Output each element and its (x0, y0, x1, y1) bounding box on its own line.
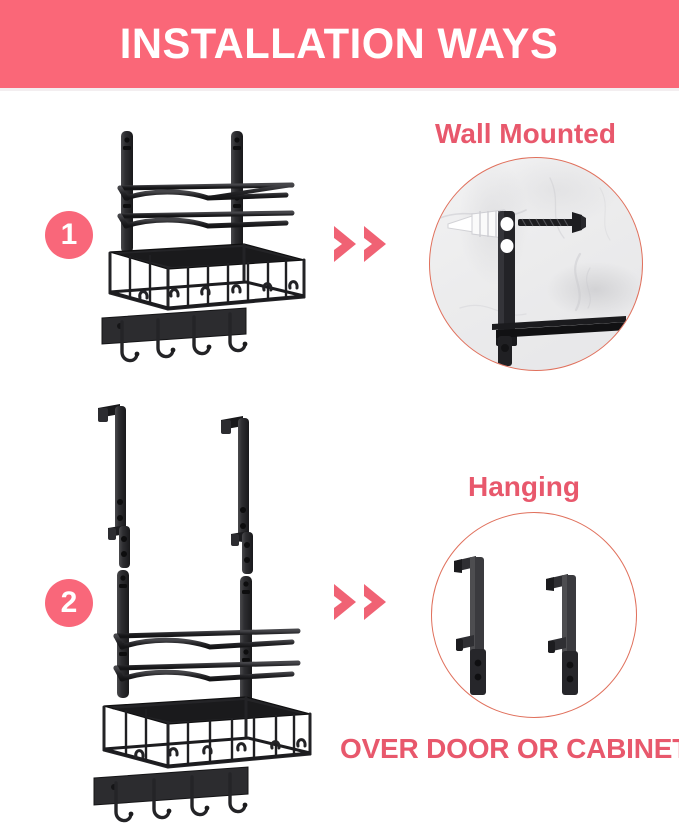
inset-wall-mount-closeup (429, 157, 643, 371)
page-title: INSTALLATION WAYS (120, 19, 559, 68)
over-door-hanging-arms (98, 404, 253, 704)
caption-over-door-or-cabinet: OVER DOOR OR CABINET (340, 733, 679, 764)
step-badge-2-number: 2 (60, 586, 78, 619)
rack-hook-tips (134, 341, 248, 357)
mounting-screw (518, 212, 586, 233)
label-wall-mounted: Wall Mounted (435, 118, 616, 149)
arrow-step-1 (332, 222, 390, 266)
marble-veins (439, 177, 611, 316)
bracket-shelf-rail (492, 316, 628, 366)
over-door-hook-left (454, 556, 486, 695)
rack-upper-rails (117, 182, 295, 229)
rack-basket-2 (102, 696, 312, 769)
rack-hook-bar (101, 280, 299, 345)
rack-basket (108, 243, 306, 311)
step-badge-1-number: 1 (60, 218, 78, 251)
inset-over-door-hook-closeup (431, 512, 637, 718)
rack-upper-rails-2 (113, 628, 301, 682)
double-chevron-right-icon (334, 584, 386, 620)
step-badge-2: 2 (45, 579, 93, 627)
rack-hook-tips-2 (128, 802, 248, 817)
double-chevron-right-icon (334, 226, 386, 262)
product-over-door-rack (86, 398, 318, 826)
rack-hooks (120, 312, 247, 363)
header-banner: INSTALLATION WAYS (0, 0, 679, 88)
banner-divider (0, 88, 679, 91)
rack-hooks-2 (114, 772, 247, 823)
over-door-hook-right (546, 574, 578, 695)
step-badge-1: 1 (45, 211, 93, 259)
label-hanging: Hanging (468, 471, 580, 502)
product-wall-mounted-rack (96, 126, 318, 366)
arrow-step-2 (332, 580, 390, 624)
